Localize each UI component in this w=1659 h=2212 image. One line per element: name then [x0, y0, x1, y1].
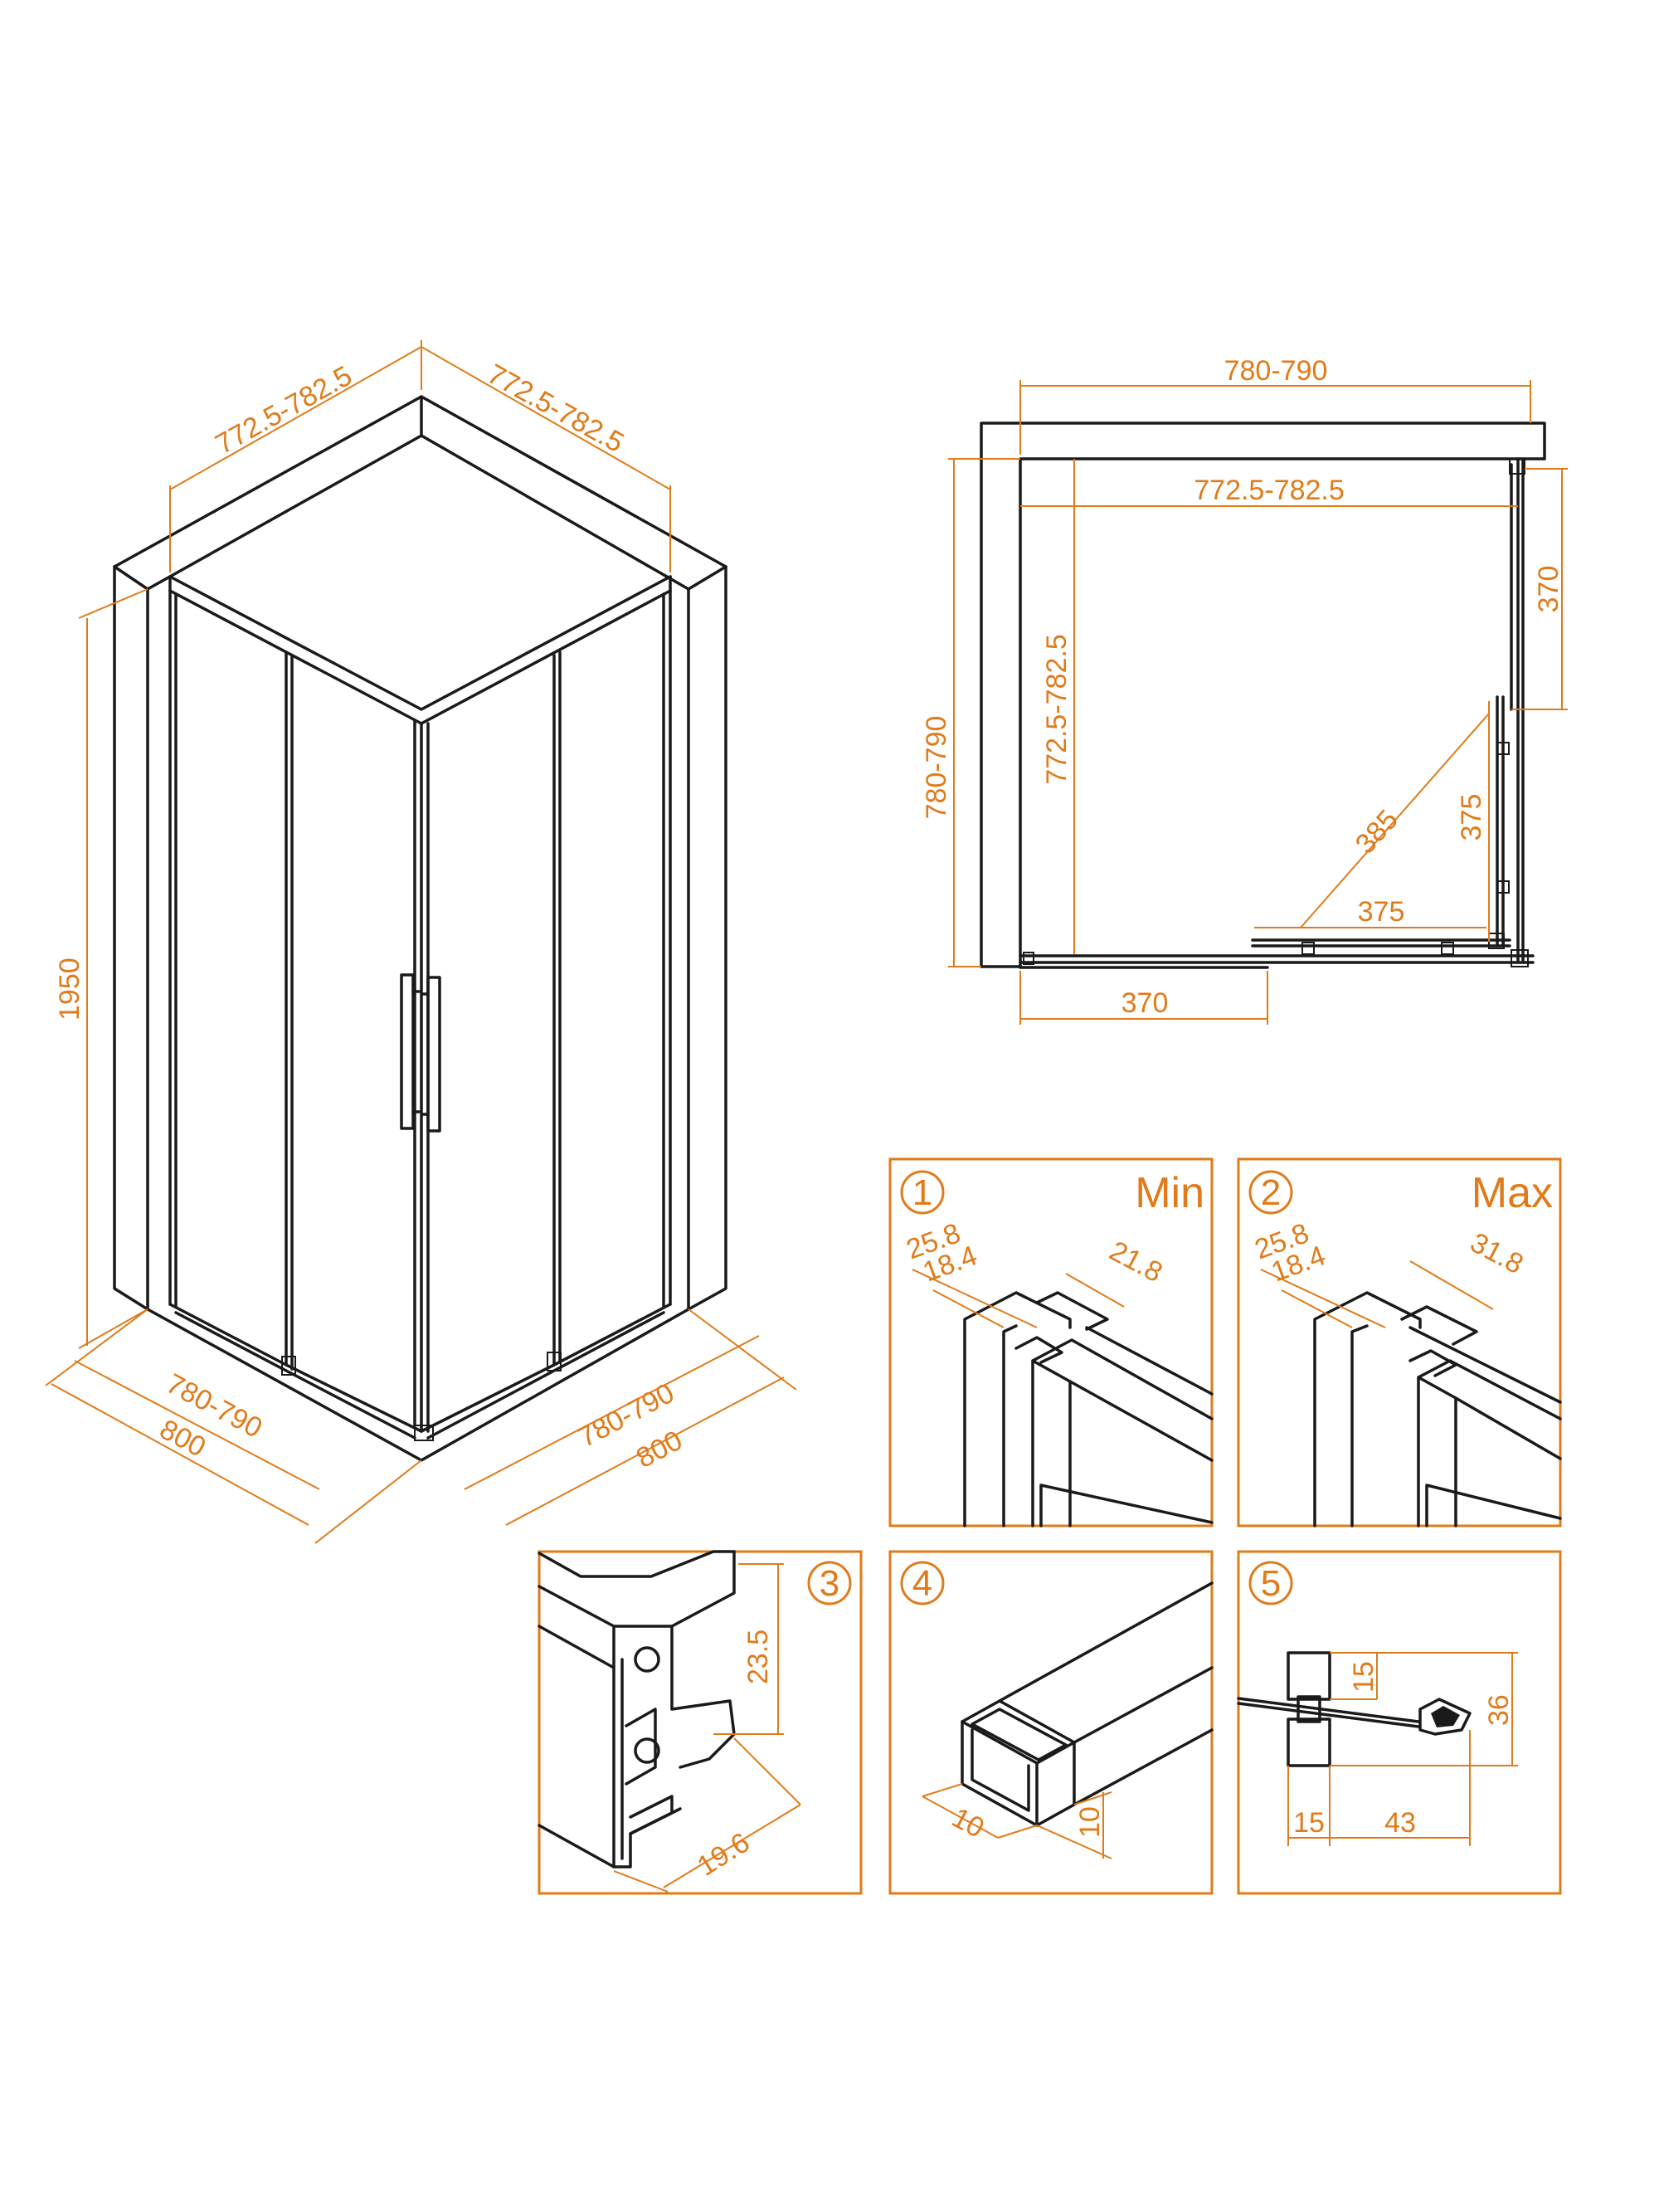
detail-4-number: 4 — [912, 1563, 932, 1604]
detail-2-mode: Max — [1472, 1169, 1553, 1217]
plan-dim-door-x: 375 — [1358, 896, 1405, 928]
detail-4: 4 10 10 — [888, 1550, 1214, 1895]
detail-2-dims — [1260, 1260, 1494, 1328]
plan-dim-right-fixed: 370 — [1533, 566, 1564, 613]
plan-dimensions — [948, 380, 1568, 1025]
detail-4-dims — [922, 1783, 1112, 1859]
detail-5: 5 15 36 15 43 — [1237, 1550, 1562, 1895]
plan-glass — [1019, 457, 1535, 969]
iso-dim-height: 1950 — [54, 957, 85, 1021]
plan-view: 780-790 772.5-782.5 780-790 772.5-782.5 … — [921, 355, 1568, 1025]
detail-3-dim-a: 23.5 — [742, 1630, 774, 1684]
detail-4-dim-a: 10 — [946, 1802, 989, 1844]
detail-1-dims — [912, 1269, 1125, 1328]
plan-dim-diagonal: 385 — [1350, 804, 1404, 860]
plan-dim-inner-width: 772.5-782.5 — [1194, 475, 1345, 506]
detail-5-profile — [1237, 1651, 1472, 1767]
detail-2-profile — [1313, 1291, 1562, 1527]
detail-5-number: 5 — [1261, 1563, 1281, 1604]
detail-1-mode: Min — [1135, 1169, 1204, 1217]
detail-3-dim-b: 19.6 — [692, 1826, 755, 1882]
detail-2-number: 2 — [1261, 1172, 1281, 1213]
detail-3: 3 23.5 19.6 — [538, 1550, 863, 1895]
detail-2-dim-c: 31.8 — [1465, 1227, 1528, 1281]
iso-walls — [113, 395, 727, 1311]
iso-dim-bottom-left-outer: 800 — [154, 1414, 211, 1464]
detail-3-profile — [538, 1550, 736, 1869]
iso-top-frame — [168, 575, 672, 725]
plan-dim-door-y: 375 — [1456, 794, 1487, 841]
iso-right-panel — [414, 589, 672, 1441]
detail-5-dim-b: 36 — [1483, 1694, 1515, 1726]
detail-4-dim-b: 10 — [1074, 1806, 1106, 1838]
detail-5-dims — [1287, 1652, 1518, 1846]
detail-3-number: 3 — [820, 1563, 839, 1604]
plan-dim-outer-depth: 780-790 — [921, 716, 952, 820]
detail-5-dim-c: 15 — [1293, 1807, 1325, 1839]
detail-5-dim-d: 43 — [1384, 1807, 1416, 1839]
detail-1-number: 1 — [912, 1172, 932, 1213]
detail-4-profile — [961, 1581, 1214, 1827]
detail-5-dim-a: 15 — [1348, 1661, 1379, 1693]
detail-3-dims — [613, 1563, 801, 1893]
iso-dim-bottom-right-outer: 800 — [631, 1425, 688, 1474]
plan-dim-outer-width: 780-790 — [1224, 355, 1328, 387]
iso-left-panel — [168, 589, 423, 1440]
detail-2: 2 Max 25.8 18.4 31.8 — [1237, 1157, 1562, 1527]
detail-1-profile — [963, 1291, 1214, 1527]
iso-dimensions — [45, 340, 797, 1544]
iso-view: 772.5-782.5 772.5-782.5 1950 780-790 800… — [45, 340, 797, 1544]
detail-1: 1 Min 25.8 18.4 21.8 — [888, 1157, 1214, 1527]
plan-dim-inner-depth: 772.5-782.5 — [1041, 634, 1073, 785]
iso-handles — [400, 973, 441, 1133]
plan-dim-bottom-fixed: 370 — [1121, 987, 1169, 1019]
detail-1-dim-c: 21.8 — [1104, 1235, 1167, 1289]
